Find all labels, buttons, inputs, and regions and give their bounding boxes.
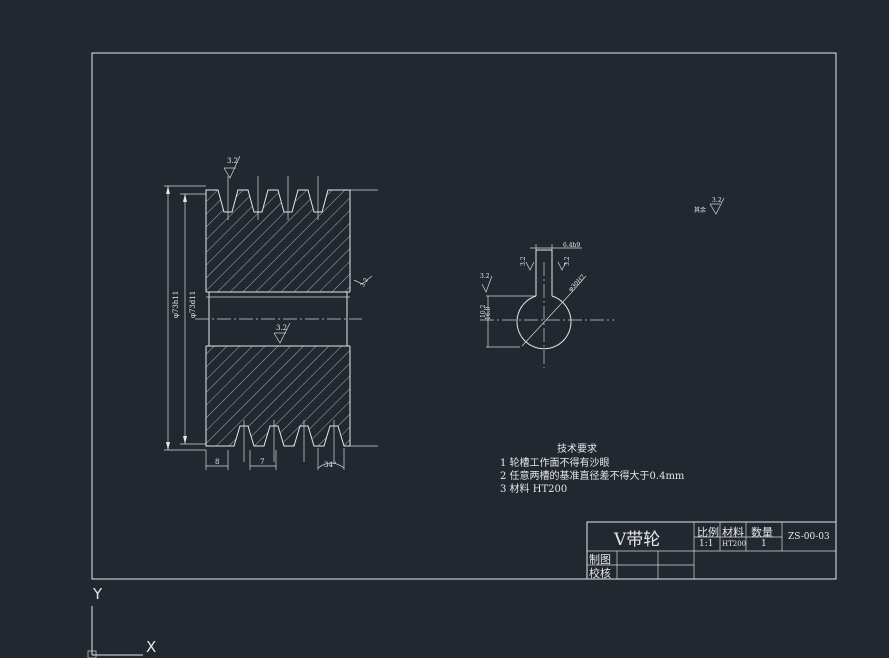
title-val-scale: 1:1	[699, 539, 714, 549]
tech-note-3: 3 材料 HT200	[500, 484, 568, 495]
ucs-x-label: X	[146, 638, 157, 656]
title-val-material: HT200	[722, 540, 747, 548]
title-val-qty: 1	[761, 539, 767, 549]
ucs-icon	[87, 606, 143, 658]
title-part-name: V带轮	[614, 530, 661, 550]
drawing-border	[91, 52, 837, 580]
label-rough-bore: 3.2	[276, 324, 287, 332]
title-row-drawn: 制图	[589, 553, 611, 566]
tech-requirements-title: 技术要求	[557, 444, 597, 455]
title-block	[586, 521, 837, 580]
label-rough-top: 3.2	[227, 157, 238, 165]
label-rough-key-left: 3.2	[520, 256, 527, 266]
label-remaining: 其余	[694, 206, 706, 214]
tech-note-2: 2 任意两槽的基准直径差不得大于0.4mm	[500, 471, 685, 482]
title-row-checked: 校核	[589, 567, 611, 580]
roughness-symbol-side	[353, 275, 373, 285]
label-dim-side-a: 16.0	[485, 306, 492, 320]
title-col-scale: 比例	[697, 526, 719, 539]
label-dim-outer: φ73h11	[172, 291, 180, 318]
label-dim-34: 34°	[324, 461, 336, 469]
label-dim-bottom: φ73d11	[189, 291, 197, 318]
label-dim-hub: 10.2	[480, 304, 487, 318]
label-rough-end: 3.2	[480, 273, 490, 280]
title-col-material: 材料	[722, 526, 744, 539]
roughness-symbol-top	[223, 155, 241, 179]
title-col-qty: 数量	[751, 526, 773, 539]
ucs-y-label: Y	[93, 585, 103, 603]
title-drawing-no: ZS-00-03	[788, 532, 830, 542]
label-dim-8: 8	[215, 458, 219, 466]
label-rough-side: 3.2	[359, 277, 370, 289]
pulley-end-view	[480, 244, 614, 368]
label-rough-remaining: 3.2	[712, 197, 722, 204]
pulley-section-view	[164, 176, 378, 470]
label-dim-7: 7	[260, 458, 264, 466]
label-rough-key-right: 3.2	[564, 256, 571, 266]
roughness-symbol-bore	[273, 322, 291, 344]
label-dim-key-width: 6.4h9	[563, 242, 580, 249]
tech-note-1: 1 轮槽工作面不得有沙眼	[500, 458, 610, 469]
label-dim-bore: φ30H7	[567, 273, 587, 293]
roughness-symbol-remaining	[709, 197, 725, 215]
